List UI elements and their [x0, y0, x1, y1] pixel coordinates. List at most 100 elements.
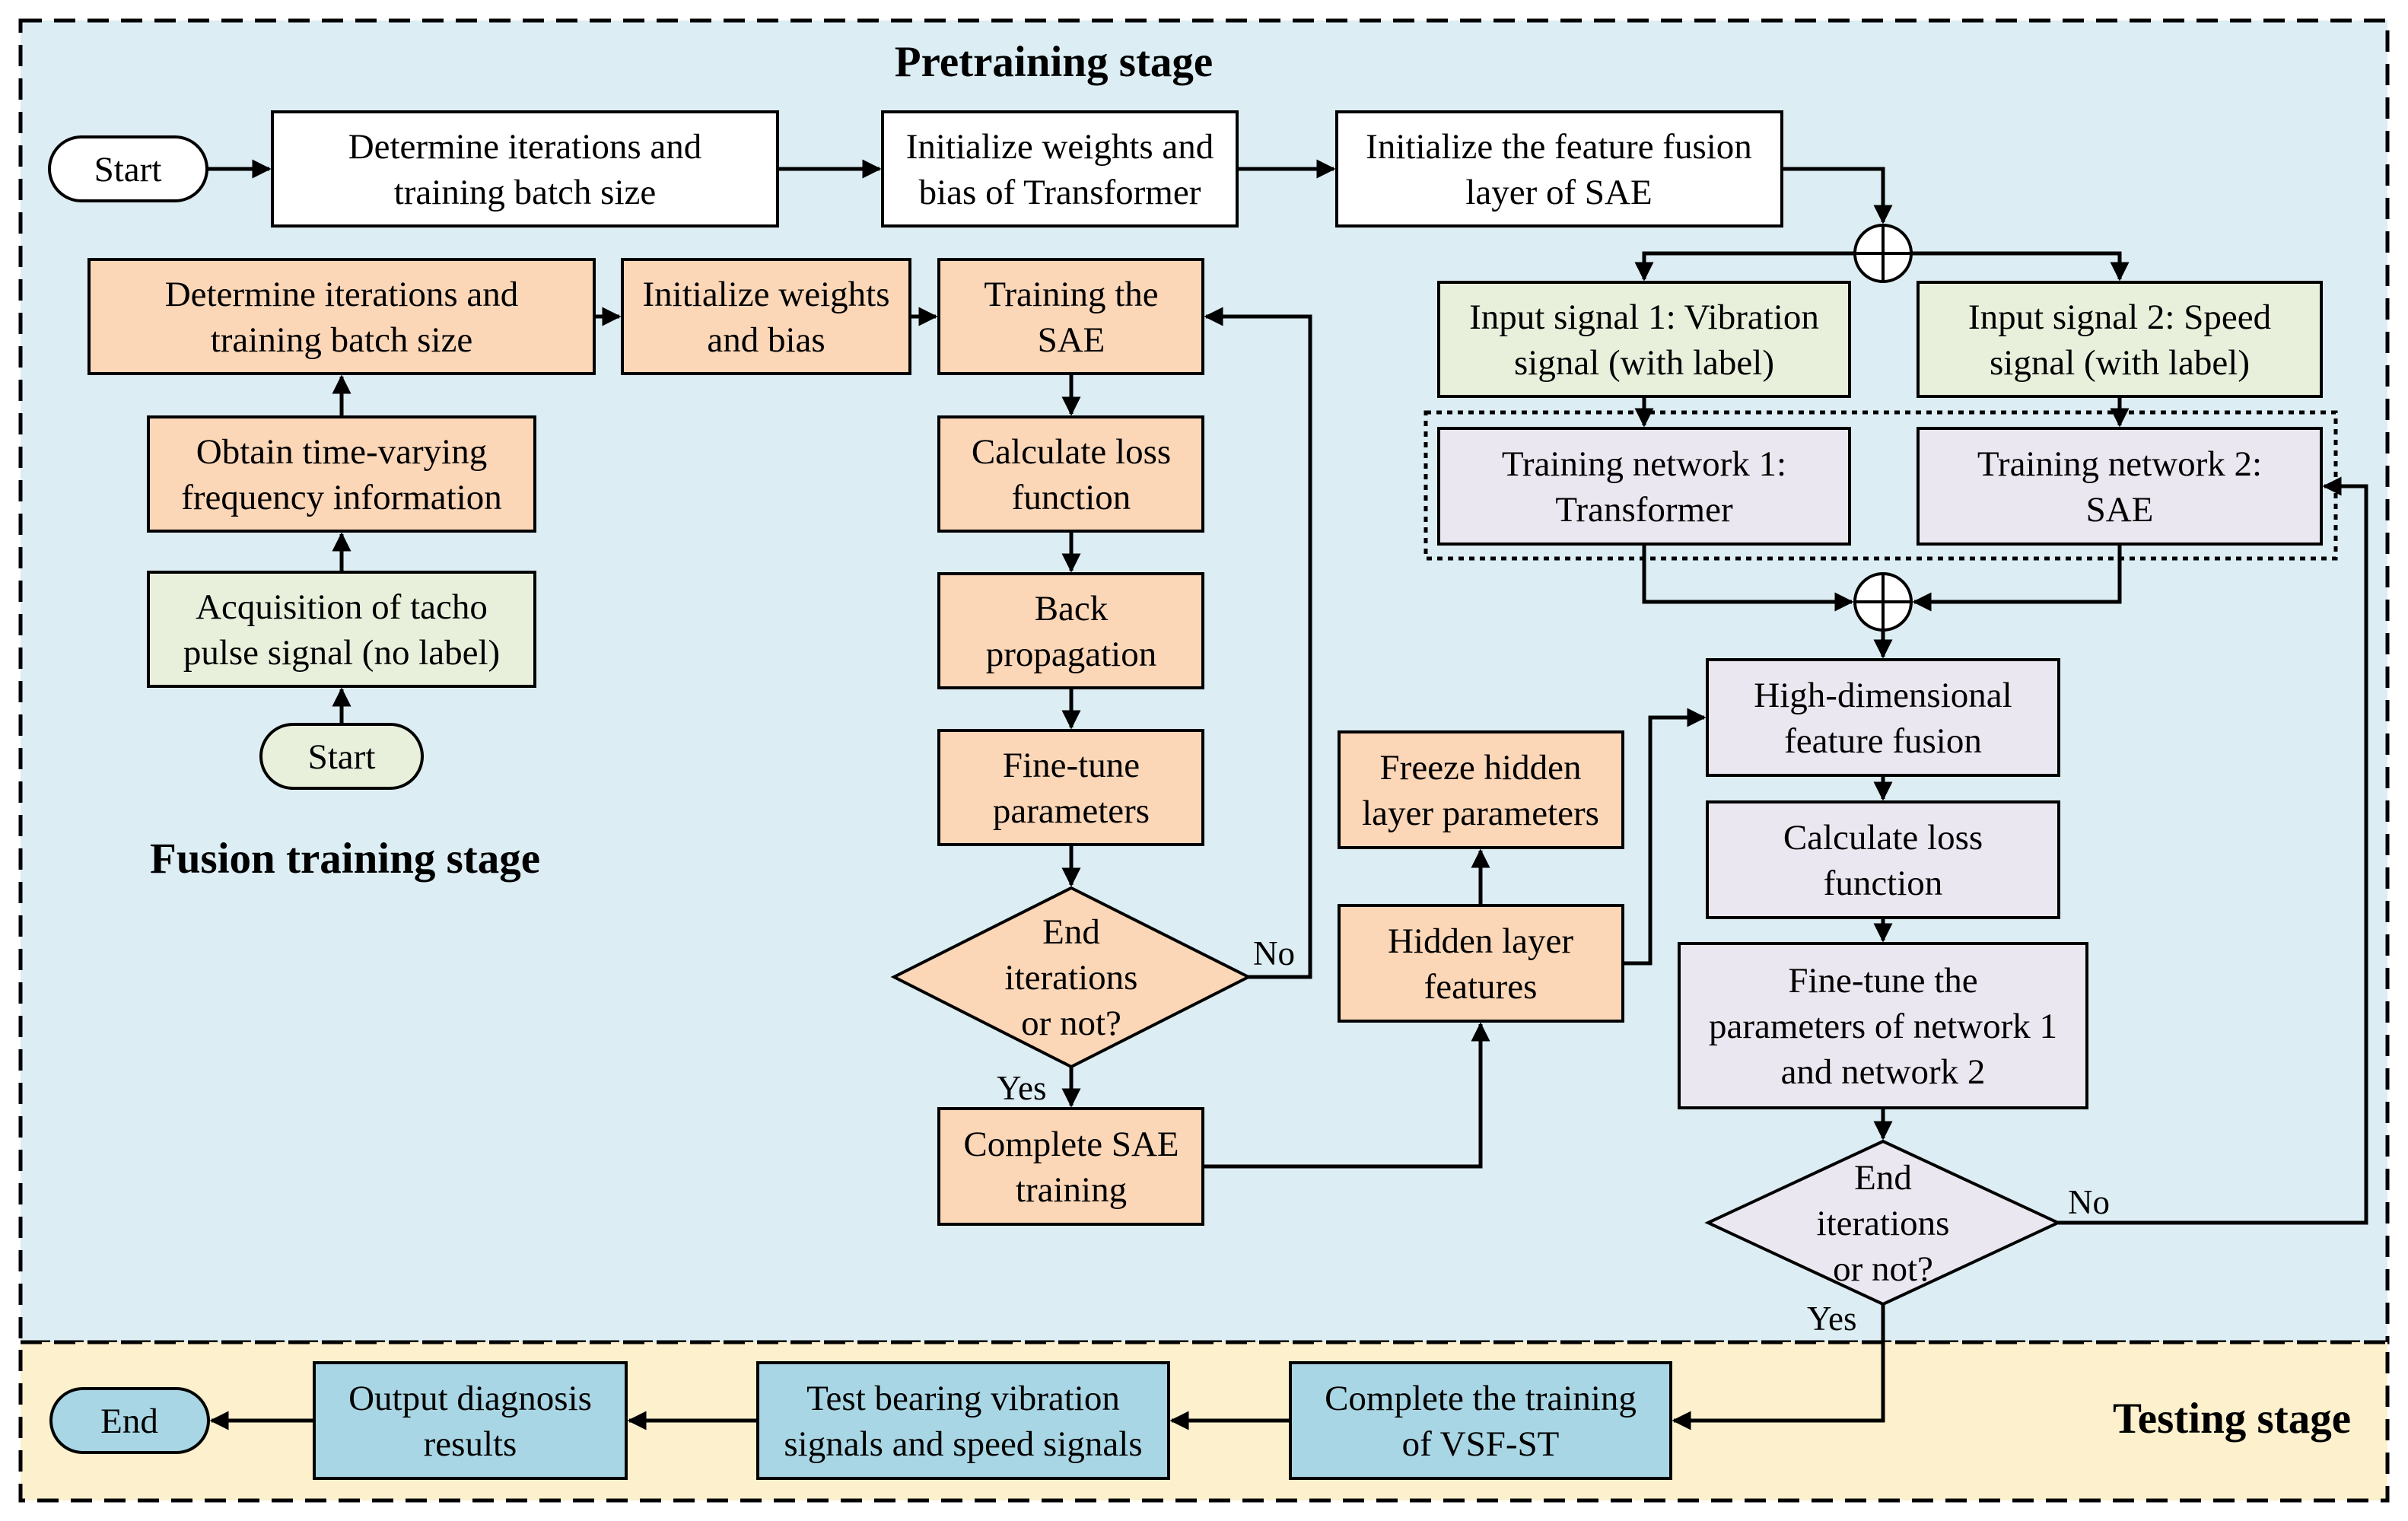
- node-label-line: Hidden layer: [1388, 921, 1573, 961]
- init-transformer-node: [881, 110, 1239, 228]
- node-label-line: features: [1424, 967, 1538, 1007]
- node-label-line: Start: [308, 737, 376, 777]
- node-label-line: signals and speed signals: [784, 1424, 1142, 1464]
- edge-right-decision-no: [2058, 476, 2368, 1225]
- node-label-line: signal (with label): [1514, 343, 1774, 383]
- node-label-line: Training network 2:: [1977, 444, 2262, 484]
- node-label-line: Transformer: [1555, 490, 1733, 530]
- node-label-line: layer of SAE: [1465, 173, 1652, 212]
- calc-loss-left-label: Calculate loss function: [972, 432, 1171, 517]
- node-label-line: Training the: [984, 275, 1158, 314]
- node-label-line: function: [1012, 478, 1131, 517]
- node-label-line: SAE: [1038, 320, 1105, 360]
- pretraining-stage-title: Pretraining stage: [895, 38, 1213, 86]
- input1-node: [1437, 281, 1851, 398]
- output-results-node: [313, 1361, 628, 1480]
- node-label-line: or not?: [1021, 1004, 1121, 1043]
- node-label-line: End: [100, 1402, 158, 1441]
- init-transformer-label: Initialize weights and bias of Transforme…: [906, 127, 1214, 212]
- node-label-line: Training network 1:: [1502, 444, 1786, 484]
- node-label-line: Output diagnosis: [348, 1379, 592, 1418]
- freeze-hidden-node: [1338, 730, 1624, 849]
- node-label-line: parameters: [993, 791, 1150, 831]
- node-label-line: layer parameters: [1362, 794, 1599, 833]
- edge-left-decision-no: [1204, 307, 1312, 979]
- node-label-line: Freeze hidden: [1380, 748, 1582, 788]
- node-label-line: parameters of network 1: [1709, 1007, 2057, 1046]
- input2-node: [1917, 281, 2323, 398]
- right-decision-yes-label: Yes: [1807, 1300, 1856, 1338]
- net1-label: Training network 1: Transformer: [1502, 444, 1786, 530]
- obtain-freq-node: [147, 415, 536, 533]
- hd-fusion-label: High-dimensional feature fusion: [1754, 676, 2012, 761]
- node-label-line: Test bearing vibration: [806, 1379, 1120, 1418]
- testing-stage-title: Testing stage: [2113, 1395, 2351, 1443]
- node-label-line: End: [1042, 912, 1100, 952]
- sum-junction-top: [1853, 224, 1913, 283]
- init-fusion-layer-label: Initialize the feature fusion layer of SA…: [1366, 127, 1752, 212]
- complete-sae-node: [937, 1107, 1204, 1226]
- node-label-line: iterations: [1005, 958, 1138, 998]
- node-label-line: Obtain time-varying: [196, 432, 487, 472]
- node-label-line: Fine-tune the: [1788, 961, 1977, 1001]
- right-decision-no-label: No: [2068, 1183, 2110, 1221]
- net1-node: [1437, 427, 1851, 546]
- connectors: [207, 159, 2368, 1430]
- calc-loss-left-node: [937, 415, 1204, 533]
- node-label-line: training batch size: [394, 173, 657, 212]
- node-label-line: Start: [94, 150, 162, 189]
- calc-loss-right-node: [1706, 800, 2060, 919]
- node-label-line: of VSF-ST: [1402, 1424, 1560, 1464]
- fusion-stage-title: Fusion training stage: [150, 835, 540, 883]
- node-label-line: iterations: [1817, 1204, 1950, 1243]
- node-label-line: feature fusion: [1784, 721, 1982, 761]
- edge-fusion-layer-to-junction: [1782, 167, 1893, 224]
- node-label-line: propagation: [986, 635, 1157, 674]
- node-label-line: Calculate loss: [1783, 818, 1983, 858]
- back-prop-node: [937, 572, 1204, 689]
- calc-loss-right-label: Calculate loss function: [1783, 818, 1983, 903]
- node-label-line: Complete the training: [1325, 1379, 1637, 1418]
- node-label-line: training: [1016, 1170, 1127, 1210]
- node-label-line: frequency information: [181, 478, 502, 517]
- left-decision-yes-label: Yes: [997, 1069, 1046, 1107]
- node-label-line: Initialize weights and: [906, 127, 1214, 167]
- hidden-features-node: [1338, 904, 1624, 1023]
- test-signals-node: [756, 1361, 1170, 1480]
- node-label-line: results: [424, 1424, 517, 1464]
- init-weights-node: [621, 258, 911, 375]
- node-label-line: Acquisition of tacho: [196, 587, 488, 627]
- determine-top-label: Determine iterations and training batch s…: [348, 127, 702, 212]
- node-label-line: Initialize weights: [643, 275, 890, 314]
- node-label-line: bias of Transformer: [919, 173, 1201, 212]
- determine-left-node: [87, 258, 596, 375]
- edge-right-decision-yes: [1672, 1304, 1885, 1430]
- node-label-line: Determine iterations and: [348, 127, 702, 167]
- hd-fusion-node: [1706, 658, 2060, 777]
- edge-junction-to-input2: [1911, 251, 2130, 282]
- node-label-line: Initialize the feature fusion: [1366, 127, 1752, 167]
- train-sae-node: [937, 258, 1204, 375]
- freeze-hidden-label: Freeze hidden layer parameters: [1362, 748, 1599, 833]
- node-label-line: High-dimensional: [1754, 676, 2012, 715]
- node-label-line: or not?: [1833, 1249, 1933, 1289]
- node-label-line: Back: [1035, 589, 1109, 628]
- end-node: [49, 1387, 210, 1454]
- obtain-freq-label: Obtain time-varying frequency information: [181, 432, 502, 517]
- node-label-line: Calculate loss: [972, 432, 1171, 472]
- test-signals-label: Test bearing vibration signals and speed …: [784, 1379, 1142, 1464]
- start-top-label: Start: [94, 150, 162, 189]
- net2-label: Training network 2:SAE: [1977, 444, 2262, 530]
- node-label-line: function: [1824, 864, 1943, 903]
- node-label-line: pulse signal (no label): [183, 633, 500, 673]
